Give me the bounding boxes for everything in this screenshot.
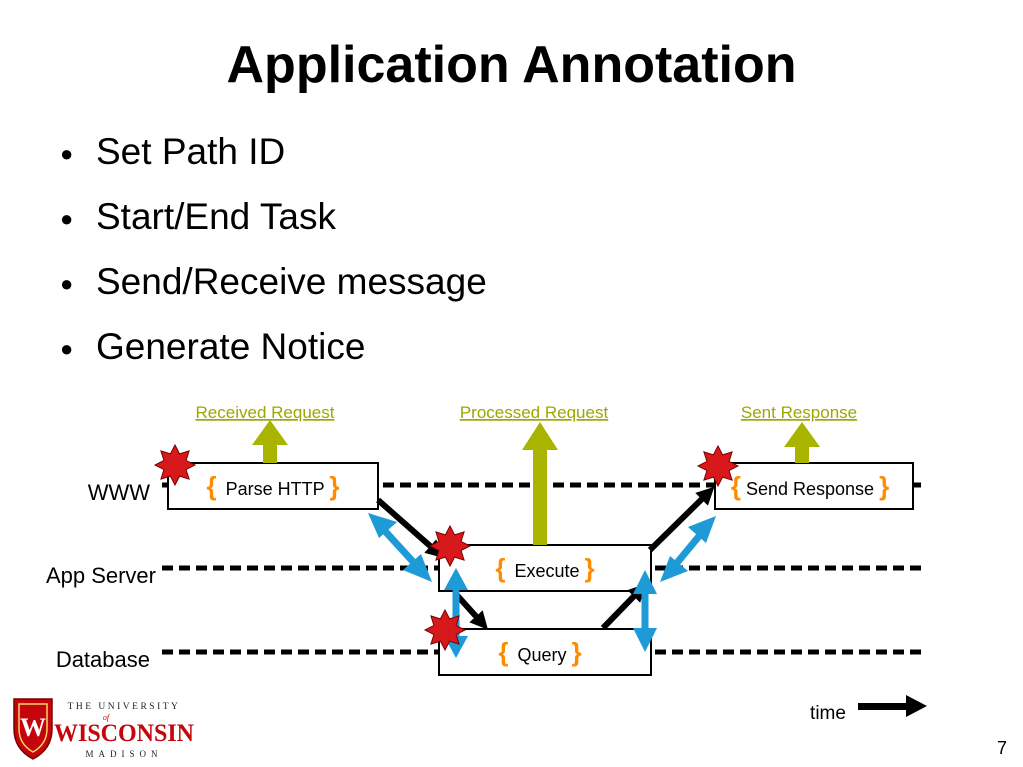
task-box-query [438,628,652,676]
task-label: Send Response [746,479,874,499]
lane-label-db: Database [56,647,150,672]
task-label: Execute [514,561,579,581]
path-arrow-execute-to-send [647,486,715,553]
bullet-dot-icon: ● [60,141,74,166]
page-number: 7 [996,738,1007,758]
star-icon [696,444,740,488]
bullet-dot-icon: ● [60,206,74,231]
notice-label-processed: Processed Request [460,403,609,422]
bullet-dot-icon: ● [60,336,74,361]
path-arrow-query-to-execute [600,583,647,631]
brace-open: { [498,637,508,667]
notice-arrow-received [252,420,288,463]
star-icon [428,524,472,568]
brace-close: } [329,471,339,501]
crest-letter: W [20,713,46,742]
notice-arrow-processed [522,422,558,545]
brace-close: } [572,637,582,667]
logo-line-madison: MADISON [85,749,162,759]
star-icon [153,443,197,487]
path-arrow-parse-to-execute [376,497,444,558]
task-label: Parse HTTP [226,479,325,499]
notice-arrows [252,420,820,545]
time-arrow-icon [858,695,927,717]
logo-line-university: THE UNIVERSITY [68,702,181,712]
lane-label-app: App Server [46,563,156,588]
message-arrow-www-app-left [368,513,432,582]
logo-of: of [103,713,111,722]
brace-open: { [731,471,741,501]
time-label: time [810,703,846,724]
bullet-item: ●Set Path ID [60,122,487,187]
slide-title: Application Annotation [226,36,797,94]
task-markers [153,443,740,652]
bullet-list: ●Set Path ID ●Start/End Task ●Send/Recei… [60,122,487,382]
brace-open: { [495,553,505,583]
crest-icon: W [13,698,53,760]
message-arrow-app-db-right [633,570,657,652]
lane-label-www: WWW [88,480,151,505]
university-logo: W THE UNIVERSITY of WISCONSIN MADISON [13,698,194,760]
message-arrow-app-www-right [660,516,716,582]
notice-arrow-sent [784,422,820,463]
task-query: { Query } [498,637,581,667]
brace-close: } [585,553,595,583]
brace-open: { [207,471,217,501]
task-box-send [714,462,914,510]
task-box-execute [438,544,652,592]
bullet-item: ●Start/End Task [60,187,487,252]
task-send: { Send Response } [731,471,889,501]
task-execute: { Execute } [495,553,594,583]
notice-label-sent: Sent Response [741,403,857,422]
bullet-item: ●Send/Receive message [60,252,487,317]
bullet-item: ●Generate Notice [60,317,487,382]
star-icon [423,608,467,652]
task-parse: { Parse HTTP } [207,471,340,501]
task-box-parse [167,462,379,510]
notice-label-received: Received Request [196,403,335,422]
task-label: Query [517,645,566,665]
logo-line-wisconsin: WISCONSIN [54,720,194,747]
brace-close: } [879,471,889,501]
bullet-dot-icon: ● [60,271,74,296]
